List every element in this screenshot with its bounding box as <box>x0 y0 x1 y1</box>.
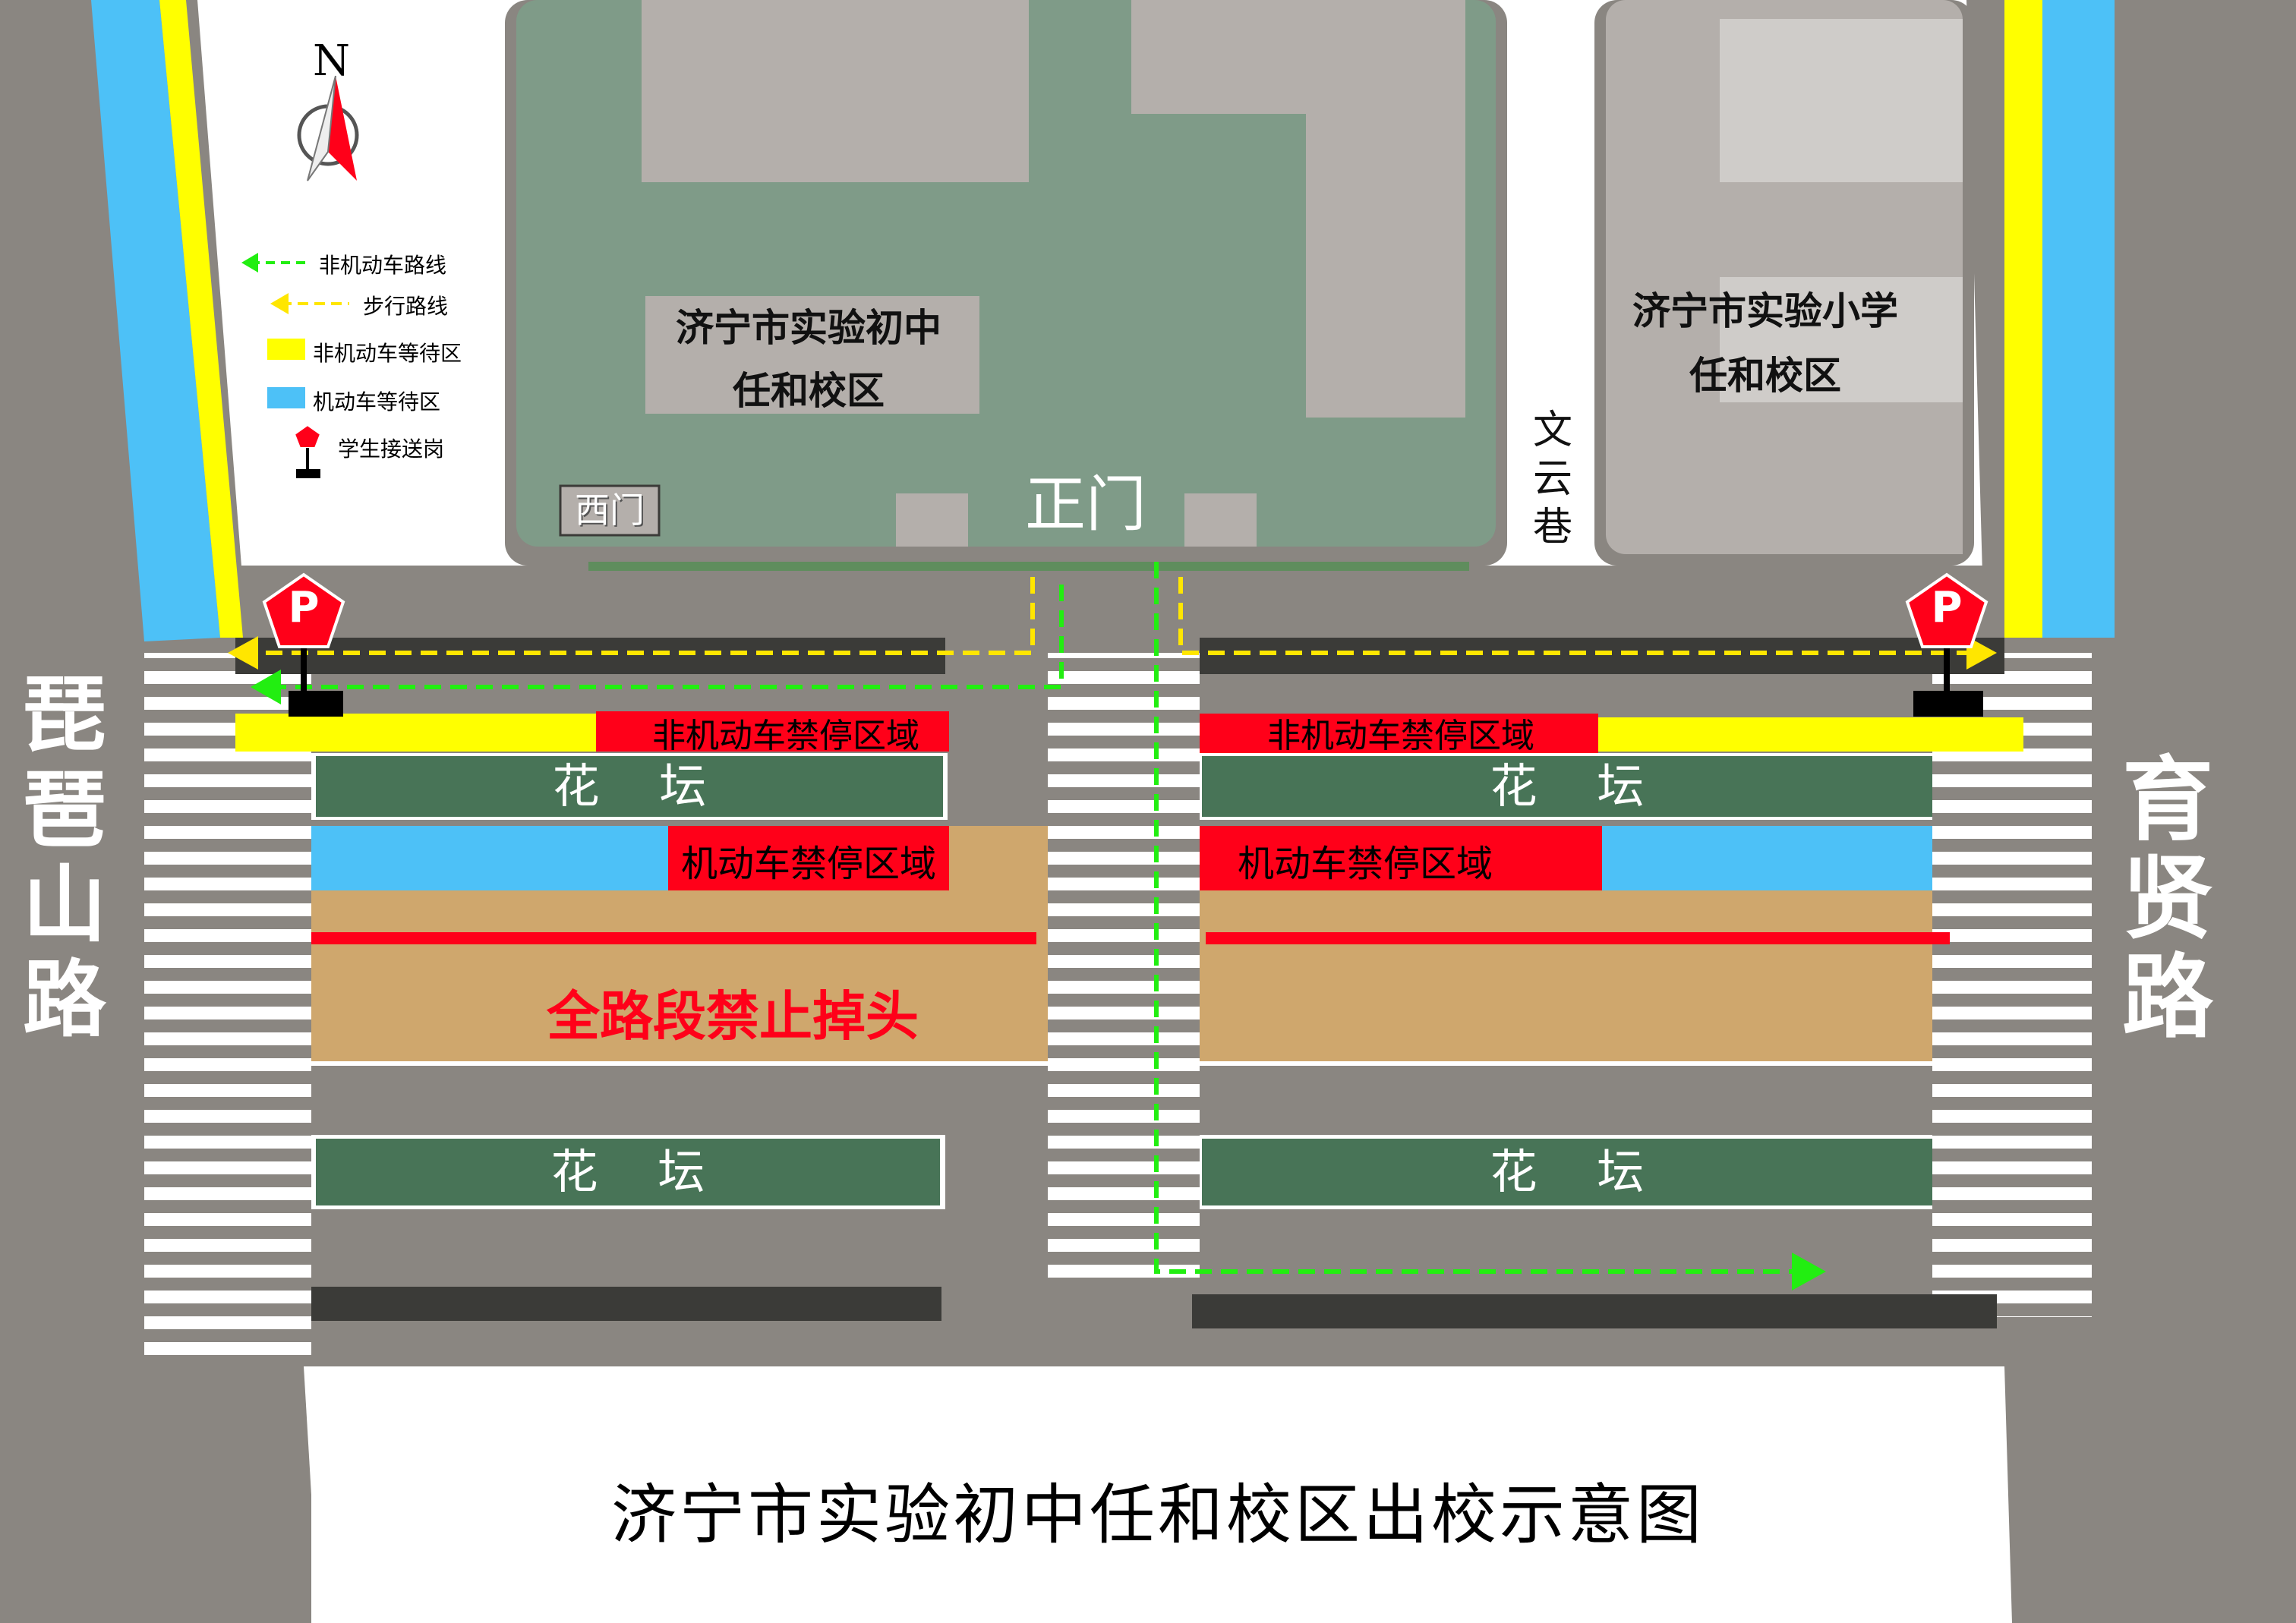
no-u-turn-line-right <box>1206 932 1950 944</box>
lane-wenyun <box>1507 0 1598 566</box>
no-u-turn-label: 全路段禁止掉头 <box>547 985 919 1048</box>
building-c <box>1306 114 1465 418</box>
left-motor-no-parking-label: 机动车禁停区域 <box>680 843 936 885</box>
flowerbed-lower-left-label: 花 坛 <box>550 1144 705 1199</box>
parking-marker-east-label: P <box>1931 583 1963 632</box>
legend-icons <box>241 253 349 478</box>
parking-post-east <box>1905 572 1988 717</box>
east-road-label: 育贤路 <box>2122 748 2213 1051</box>
middle-school-name-line2: 任和校区 <box>733 369 885 413</box>
legend-label-pickup-post: 学生接送岗 <box>338 436 445 462</box>
crosswalk-east <box>1932 653 2092 1317</box>
compass-n-label: N <box>313 36 350 86</box>
east-curb <box>1200 638 2004 674</box>
right-motor-wait-zone <box>1602 826 1932 890</box>
walking-route <box>243 577 1974 655</box>
parking-marker-west-label: P <box>288 583 320 632</box>
main-gate-label: 正门 <box>1025 469 1146 540</box>
south-curb-right <box>1192 1294 1997 1328</box>
walking-arrow-east <box>1966 636 1997 670</box>
gate-pillar-left <box>896 493 968 547</box>
primary-school-name-line1: 济宁市实验小学 <box>1632 289 1898 333</box>
legend-label-nonmotor-route: 非机动车路线 <box>319 253 447 278</box>
east-motor-wait-strip <box>2042 0 2115 638</box>
south-area <box>311 1366 2004 1623</box>
right-nonmotor-no-parking-zone <box>1200 714 1598 753</box>
walking-arrow-west <box>228 636 258 670</box>
east-nonmotor-wait-strip <box>2004 0 2042 638</box>
flowerbed-upper-left <box>316 756 943 817</box>
crosswalk-west <box>144 653 311 1359</box>
west-road-label: 琵琶山路 <box>23 667 106 1048</box>
map-title: 济宁市实验初中任和校区出校示意图 <box>611 1477 1705 1553</box>
legend-label-walking-route: 步行路线 <box>363 294 449 319</box>
flowerbed-lower-right-label: 花 坛 <box>1490 1144 1645 1199</box>
flowerbed-upper-right <box>1202 756 1932 817</box>
nw-lot <box>213 8 478 562</box>
parking-post-west <box>262 572 345 717</box>
right-motor-no-parking-label: 机动车禁停区域 <box>1238 843 1493 885</box>
nonmotor-arrow-east <box>1792 1253 1826 1291</box>
west-gate-box <box>559 484 661 537</box>
west-motor-wait-strip <box>91 0 220 641</box>
left-motor-no-parking-zone <box>668 826 949 890</box>
right-motor-no-parking-zone <box>1200 826 1602 890</box>
primary-school-name-line2: 任和校区 <box>1689 354 1841 398</box>
right-nonmotor-wait-zone <box>1598 717 2023 752</box>
left-motor-wait-zone <box>311 826 668 890</box>
west-nonmotor-wait-strip <box>159 0 243 638</box>
west-gate-label: 西门 <box>575 490 645 531</box>
flowerbed-lower-right <box>1202 1139 1932 1205</box>
left-nonmotor-no-parking-zone <box>596 711 949 752</box>
left-nonmotor-no-parking-label: 非机动车禁停区域 <box>652 717 919 755</box>
building-a <box>642 0 1029 182</box>
no-u-turn-line-left <box>311 932 1036 944</box>
right-nonmotor-no-parking-label: 非机动车禁停区域 <box>1267 717 1534 755</box>
lane-wenyun-label: 文云巷 <box>1532 408 1572 550</box>
west-curb <box>235 638 945 674</box>
middle-school-name-line1: 济宁市实验初中 <box>676 306 941 350</box>
gate-pillar-right <box>1184 493 1257 547</box>
building-d <box>645 296 979 414</box>
nonmotor-arrow-west <box>251 670 281 704</box>
flowerbed-upper-right-label: 花 坛 <box>1490 758 1645 814</box>
campus-front-edge <box>588 562 1469 571</box>
south-curb-left <box>311 1287 941 1321</box>
nonmotor-route <box>262 562 1799 1274</box>
compass-icon <box>297 75 359 181</box>
flowerbed-lower-left <box>316 1139 940 1205</box>
flowerbed-upper-left-label: 花 坛 <box>552 758 707 814</box>
left-nonmotor-wait-zone <box>235 714 596 752</box>
legend-label-motor-wait: 机动车等待区 <box>313 389 441 414</box>
legend-label-nonmotor-wait: 非机动车等待区 <box>313 341 462 366</box>
